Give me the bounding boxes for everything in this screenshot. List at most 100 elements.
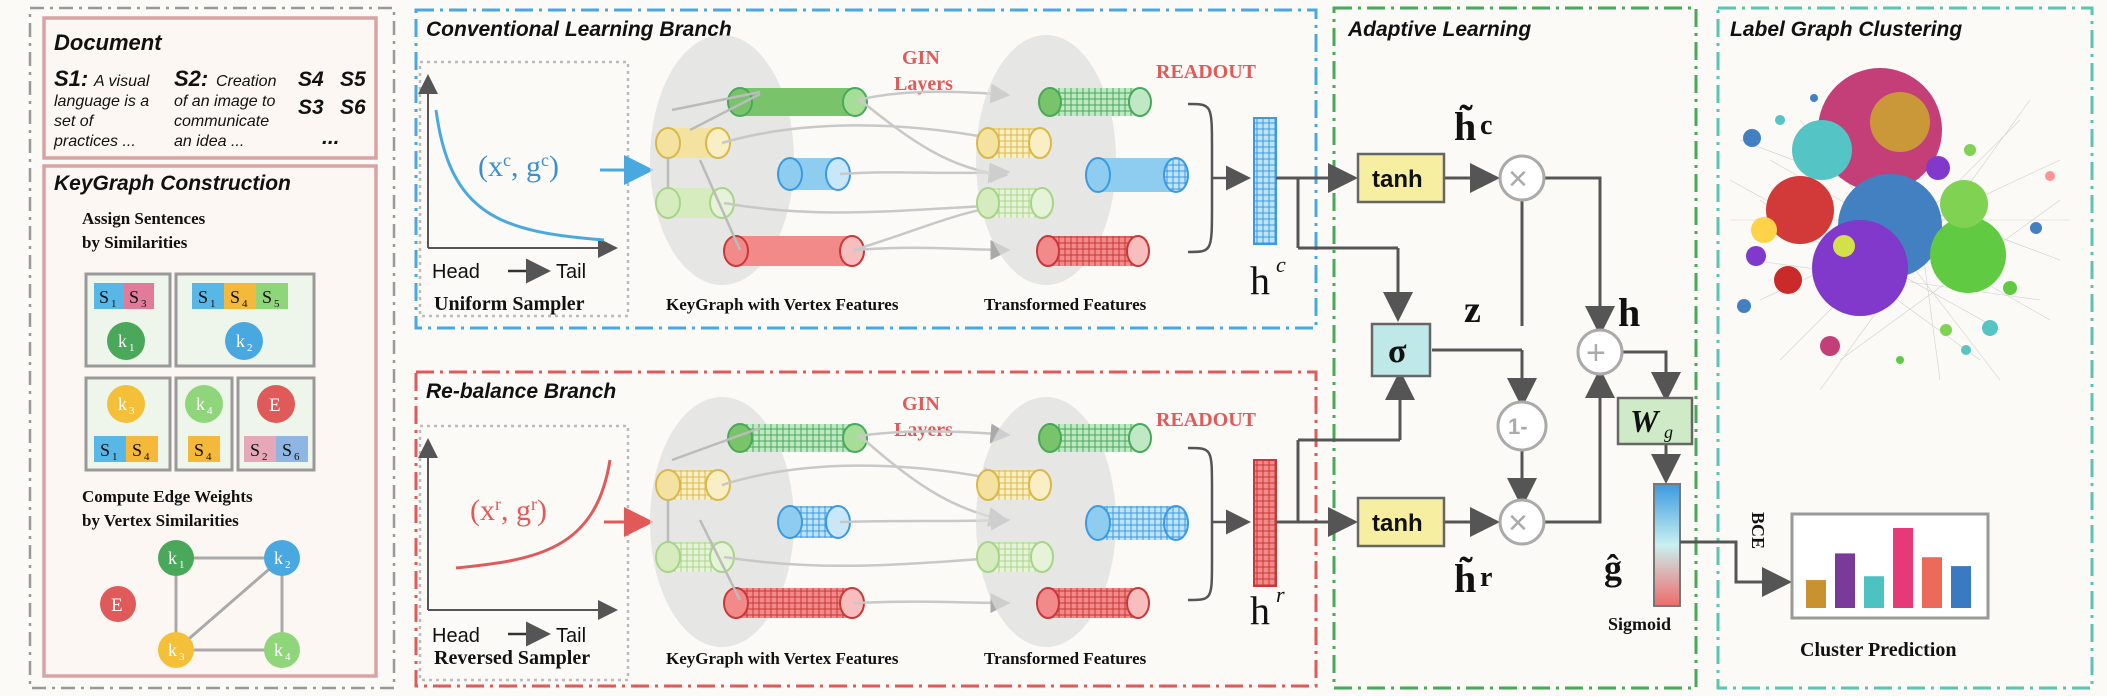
rebal-readout: READOUT bbox=[1156, 409, 1257, 431]
left-outer-border bbox=[28, 6, 396, 690]
ellipsis: ... bbox=[322, 126, 340, 149]
svg-text:c: c bbox=[1480, 110, 1492, 141]
rebal-gin-2: Layers bbox=[894, 419, 953, 441]
prediction-bar-3 bbox=[1864, 576, 1884, 608]
conventional-title: Conventional Learning Branch bbox=[426, 18, 732, 41]
prediction-bar-6 bbox=[1951, 566, 1971, 608]
svg-text:1: 1 bbox=[179, 559, 185, 571]
document-title: Document bbox=[54, 30, 163, 55]
h-tilde-c: h̃ bbox=[1454, 104, 1476, 149]
rebal-h-label: h bbox=[1250, 588, 1270, 633]
tag-s6-e: S bbox=[282, 440, 292, 460]
conventional-branch: Conventional Learning Branch (xc, gc) He… bbox=[414, 8, 1318, 330]
sigmoid-label: Sigmoid bbox=[1608, 614, 1671, 634]
cluster-network bbox=[1729, 68, 2070, 391]
bce-label: BCE bbox=[1748, 512, 1768, 549]
node-k1-b: k bbox=[168, 548, 177, 568]
times-top: × bbox=[1508, 160, 1528, 198]
tag-s4-c: S bbox=[132, 440, 142, 460]
rebal-head-label: Head bbox=[432, 625, 480, 647]
rebal-transformed-cylinders bbox=[976, 423, 1189, 619]
rebal-keygraph-cylinders bbox=[655, 423, 868, 619]
z-label: z bbox=[1464, 289, 1481, 331]
conv-pair: (xc, gc) bbox=[478, 150, 559, 183]
conv-keygraph-caption: KeyGraph with Vertex Features bbox=[666, 295, 899, 314]
assign-label-2: by Similarities bbox=[82, 233, 188, 252]
tag-s1-c: S bbox=[100, 440, 110, 460]
svg-text:4: 4 bbox=[206, 451, 212, 463]
sigma-gate: σ bbox=[1388, 333, 1407, 370]
compute-label-2: by Vertex Similarities bbox=[82, 511, 239, 530]
svg-text:3: 3 bbox=[129, 405, 135, 417]
s2-line-1: Creation bbox=[216, 73, 277, 90]
tag-s3-a: S bbox=[129, 287, 139, 307]
s5-label: S5 bbox=[340, 68, 366, 91]
rebalance-title: Re-balance Branch bbox=[426, 380, 616, 403]
svg-text:1: 1 bbox=[112, 451, 118, 463]
svg-text:4: 4 bbox=[144, 451, 150, 463]
h-tilde-r: h̃ bbox=[1454, 556, 1476, 601]
conv-keygraph-cylinders bbox=[655, 87, 868, 267]
node-k2-a: k bbox=[236, 331, 245, 351]
svg-text:4: 4 bbox=[207, 405, 213, 417]
compute-label-1: Compute Edge Weights bbox=[82, 487, 253, 506]
label-graph-title: Label Graph Clustering bbox=[1730, 18, 1962, 41]
h-label: h bbox=[1618, 290, 1640, 335]
rebalance-branch: Re-balance Branch (xr, gr) Head Tail Rev… bbox=[414, 370, 1318, 688]
tag-s1-b: S bbox=[198, 287, 208, 307]
s1-line-2: language is a bbox=[54, 93, 149, 110]
tanh-bottom: tanh bbox=[1372, 510, 1423, 537]
times-bottom: × bbox=[1508, 504, 1528, 542]
s6-label: S6 bbox=[340, 96, 366, 119]
svg-text:r: r bbox=[1480, 562, 1492, 593]
rebal-keygraph-caption: KeyGraph with Vertex Features bbox=[666, 649, 899, 668]
s1-line-1: A visual bbox=[93, 73, 150, 90]
node-k4-a: k bbox=[196, 394, 205, 414]
svg-text:c: c bbox=[1276, 252, 1286, 277]
s3-label: S3 bbox=[298, 96, 324, 119]
tag-s4-b: S bbox=[230, 287, 240, 307]
keygraph-title: KeyGraph Construction bbox=[54, 172, 291, 195]
tanh-top: tanh bbox=[1372, 166, 1423, 193]
prediction-bar-1 bbox=[1806, 580, 1826, 608]
s4-label: S4 bbox=[298, 68, 324, 91]
node-k1-a: k bbox=[118, 331, 127, 351]
document-panel: Document S1: A visual language is a set … bbox=[42, 16, 378, 160]
rebal-transformed-caption: Transformed Features bbox=[984, 649, 1147, 668]
svg-text:1: 1 bbox=[129, 342, 135, 354]
svg-text:6: 6 bbox=[294, 451, 300, 463]
conv-readout: READOUT bbox=[1156, 61, 1257, 83]
rebal-gin-arrows bbox=[721, 423, 1011, 613]
svg-text:2: 2 bbox=[285, 559, 291, 571]
svg-text:2: 2 bbox=[262, 451, 268, 463]
s1-label: S1: bbox=[54, 66, 88, 91]
g-hat: ĝ bbox=[1604, 548, 1622, 588]
node-e-b: E bbox=[111, 595, 123, 616]
conv-head-label: Head bbox=[432, 261, 480, 283]
conv-sampler-label: Uniform Sampler bbox=[434, 293, 585, 315]
s2-line-4: an idea ... bbox=[174, 133, 244, 150]
one-minus: 1- bbox=[1508, 414, 1528, 439]
conv-gin-2: Layers bbox=[894, 73, 953, 95]
tag-s4-d: S bbox=[194, 440, 204, 460]
node-k3-a: k bbox=[118, 394, 127, 414]
tag-s5-b: S bbox=[262, 287, 272, 307]
assign-label-1: Assign Sentences bbox=[82, 209, 206, 228]
conv-transformed-caption: Transformed Features bbox=[984, 295, 1147, 314]
conv-gin-1: GIN bbox=[902, 47, 940, 69]
svg-text:3: 3 bbox=[179, 651, 185, 663]
keygraph-panel: KeyGraph Construction Assign Sentences b… bbox=[42, 164, 378, 678]
svg-text:2: 2 bbox=[247, 342, 253, 354]
prediction-bar-2 bbox=[1835, 553, 1855, 608]
plus-node: + bbox=[1586, 334, 1606, 372]
svg-text:4: 4 bbox=[242, 298, 248, 310]
conv-tail-label: Tail bbox=[556, 261, 586, 283]
rebal-tail-label: Tail bbox=[556, 625, 586, 647]
prediction-bar-4 bbox=[1893, 528, 1913, 608]
rebal-pair: (xr, gr) bbox=[470, 494, 547, 527]
node-e-a: E bbox=[269, 395, 281, 416]
s2-line-2: of an image to bbox=[174, 93, 276, 110]
s1-line-4: practices ... bbox=[53, 133, 136, 150]
svg-text:r: r bbox=[1276, 582, 1285, 607]
